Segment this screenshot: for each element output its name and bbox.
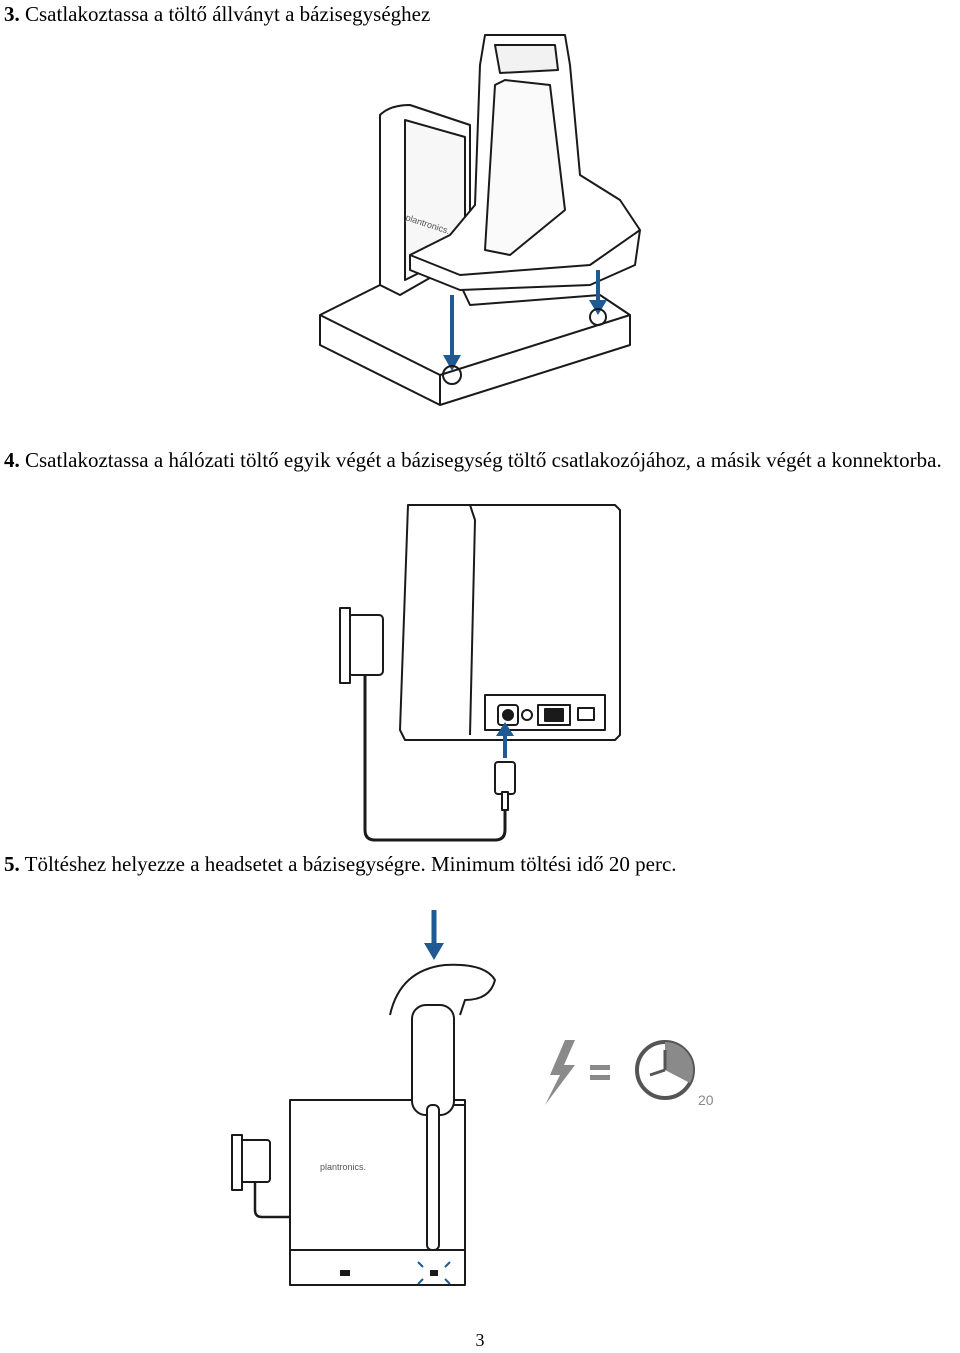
equals-icon (590, 1065, 610, 1080)
step-4-instruction: 4. Csatlakoztassa a hálózati töltő egyik… (4, 448, 956, 472)
step-text: Csatlakoztassa a töltő állványt a bázise… (19, 2, 431, 26)
step-5-instruction: 5. Töltéshez helyezze a headsetet a bázi… (4, 852, 677, 876)
page-number: 3 (475, 1330, 485, 1350)
down-arrow-icon (589, 300, 607, 315)
lightning-icon (545, 1040, 575, 1105)
charging-cradle-illustration: plantronics. (319, 34, 641, 406)
step-text: Töltéshez helyezze a headsetet a báziseg… (19, 852, 677, 876)
clock-icon (635, 1040, 695, 1100)
step-number: 5. (4, 852, 20, 876)
step-number: 4. (4, 448, 20, 472)
down-arrow-icon (443, 355, 461, 371)
step-text: Csatlakoztassa a hálózati töltő egyik vé… (19, 448, 942, 472)
headset-charging-illustration: plantronics. 20 (231, 910, 714, 1286)
step-number: 3. (4, 2, 20, 26)
led-indicator-icon (417, 1261, 451, 1285)
down-arrow-icon (424, 943, 444, 960)
step-3-instruction: 3. Csatlakoztassa a töltő állványt a báz… (4, 2, 430, 26)
brand-logo-text: plantronics. (320, 1162, 366, 1172)
power-adapter-illustration (339, 504, 621, 842)
up-arrow-icon (496, 722, 514, 736)
charge-time-label: 20 (698, 1092, 714, 1108)
